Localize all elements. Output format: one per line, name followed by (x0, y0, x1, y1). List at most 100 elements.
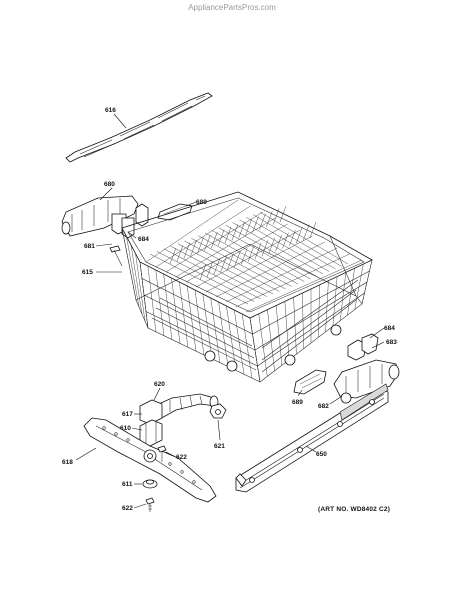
rack-wire (231, 224, 239, 241)
leader-689-upper (185, 201, 197, 207)
rack-wire (156, 251, 255, 302)
leader-650 (305, 445, 317, 453)
label-683: 683 (386, 339, 397, 346)
rack-wire (197, 237, 204, 254)
rack-wire (213, 258, 220, 275)
rack-wire (184, 240, 280, 292)
rack-wire (199, 263, 207, 281)
spray-hole (180, 470, 184, 474)
rack-wire (183, 242, 190, 259)
rack-wire (204, 234, 211, 251)
leader-622-upper (165, 451, 175, 457)
rack-wire (253, 214, 342, 267)
rack-wire (309, 221, 317, 239)
part-689-clip-upper (157, 203, 193, 221)
rack-wire (234, 250, 241, 267)
label-622-upper: 622 (176, 454, 187, 461)
part-689-clip-lower (293, 369, 327, 395)
rack-wire (266, 211, 273, 228)
rack-wire (259, 213, 266, 230)
rack-wire (257, 292, 365, 367)
leader-680 (99, 187, 113, 201)
label-684-left: 684 (138, 236, 149, 243)
watermark-text: AppliancePartsPros.com (188, 3, 276, 12)
rack-wire (246, 217, 336, 270)
rack-wire (252, 216, 259, 233)
spray-hole (114, 432, 118, 436)
leader-684-left (127, 231, 137, 239)
leader-681 (95, 243, 113, 247)
spray-hole (168, 462, 172, 466)
label-682: 682 (318, 403, 329, 410)
rack-wire (165, 211, 263, 273)
art-number: (ART NO. WD8402 C2) (318, 506, 391, 513)
rack-wire (225, 247, 338, 303)
rack-wire (185, 223, 288, 283)
label-617: 617 (122, 411, 133, 418)
rack-wire (135, 253, 146, 322)
rack-wire (252, 270, 370, 335)
rack-wire (218, 227, 311, 280)
label-620: 620 (154, 381, 165, 388)
rack-wire (130, 244, 143, 315)
spray-hole (102, 426, 106, 430)
rack-wire (155, 205, 251, 268)
rack-wire (282, 232, 289, 249)
spray-hole (126, 438, 130, 442)
rack-wire (224, 226, 232, 244)
rack-wire (211, 230, 305, 282)
rack-wire (170, 245, 267, 297)
rack-wire (206, 261, 214, 278)
rack-wire (254, 281, 368, 351)
part-618-spray-arm (83, 417, 217, 503)
label-621: 621 (214, 443, 225, 450)
part-615-upper-rack (121, 191, 373, 383)
rack-wire (177, 243, 274, 295)
leader-620 (153, 387, 161, 401)
rack-wire (275, 235, 282, 252)
part-680-adjuster (61, 195, 149, 239)
rack-wire (126, 236, 140, 308)
rack-wire (227, 253, 234, 270)
leader-616 (113, 113, 127, 129)
rack-wire (259, 211, 349, 265)
label-650: 650 (316, 451, 327, 458)
part-611-nut (142, 479, 158, 489)
leader-689-lower (297, 389, 303, 397)
rack-wire (145, 311, 258, 367)
rack-wire (215, 241, 325, 298)
leader-683 (371, 341, 385, 349)
label-684-right: 684 (384, 325, 395, 332)
spray-hole (192, 480, 196, 484)
rack-wire (143, 294, 256, 351)
rack-wire (149, 253, 249, 305)
rack-wire (220, 256, 227, 273)
rack-wire (121, 227, 137, 301)
rack-wire (198, 235, 292, 287)
label-689-lower: 689 (292, 399, 303, 406)
rack-wire (195, 229, 301, 288)
rack-wire (205, 235, 313, 293)
rack-wire (204, 232, 299, 285)
label-689-upper: 689 (196, 199, 207, 206)
part-622-screw-upper (157, 445, 167, 462)
rack-wire (235, 253, 350, 308)
label-615: 615 (82, 269, 93, 276)
part-621-clip (209, 403, 227, 419)
leader-684-right (369, 327, 385, 339)
rack-wire (145, 199, 239, 263)
part-681-screw (109, 245, 123, 267)
leader-622-lower (133, 503, 147, 509)
part-616-rail (65, 92, 213, 163)
rack-wire (232, 222, 324, 275)
rack-wire (245, 259, 363, 313)
leader-618 (75, 447, 97, 461)
label-610: 610 (120, 425, 131, 432)
label-616: 616 (105, 107, 116, 114)
leader-621 (217, 419, 221, 441)
rack-wire (225, 224, 317, 277)
label-681: 681 (84, 243, 95, 250)
rack-wire (175, 217, 276, 278)
rack-wire (176, 245, 184, 262)
